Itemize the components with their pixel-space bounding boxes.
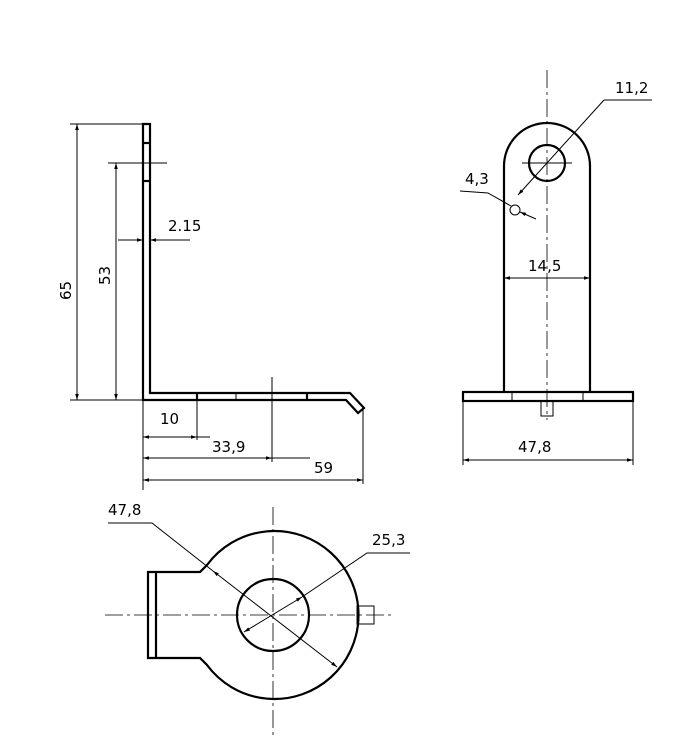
side-view: 65 53 2.15 10 33,9 59	[57, 122, 366, 490]
dim-label-10: 10	[160, 410, 179, 428]
dim-label-59: 59	[314, 459, 333, 477]
base-plate	[461, 390, 635, 403]
front-view: 11,2 4,3 14,5 47,8	[459, 70, 652, 465]
dim-label-base-width: 47,8	[518, 438, 551, 456]
dim-label-small-hole: 4,3	[465, 170, 489, 188]
dim-label-tab-width: 14,5	[528, 257, 561, 275]
dim-label-33-9: 33,9	[212, 438, 245, 456]
small-hole	[509, 204, 521, 216]
bracket-profile	[141, 122, 366, 415]
dim-label-thickness: 2.15	[168, 217, 201, 235]
dim-label-53: 53	[96, 266, 114, 285]
dim-label-hole-diameter: 11,2	[615, 79, 648, 97]
top-view: 47,8 25,3	[105, 501, 410, 735]
disc-outline	[146, 529, 360, 701]
dim-label-inner-diameter: 25,3	[372, 531, 405, 549]
dim-label-65: 65	[57, 281, 75, 300]
dim-label-outer-diameter: 47,8	[108, 501, 141, 519]
